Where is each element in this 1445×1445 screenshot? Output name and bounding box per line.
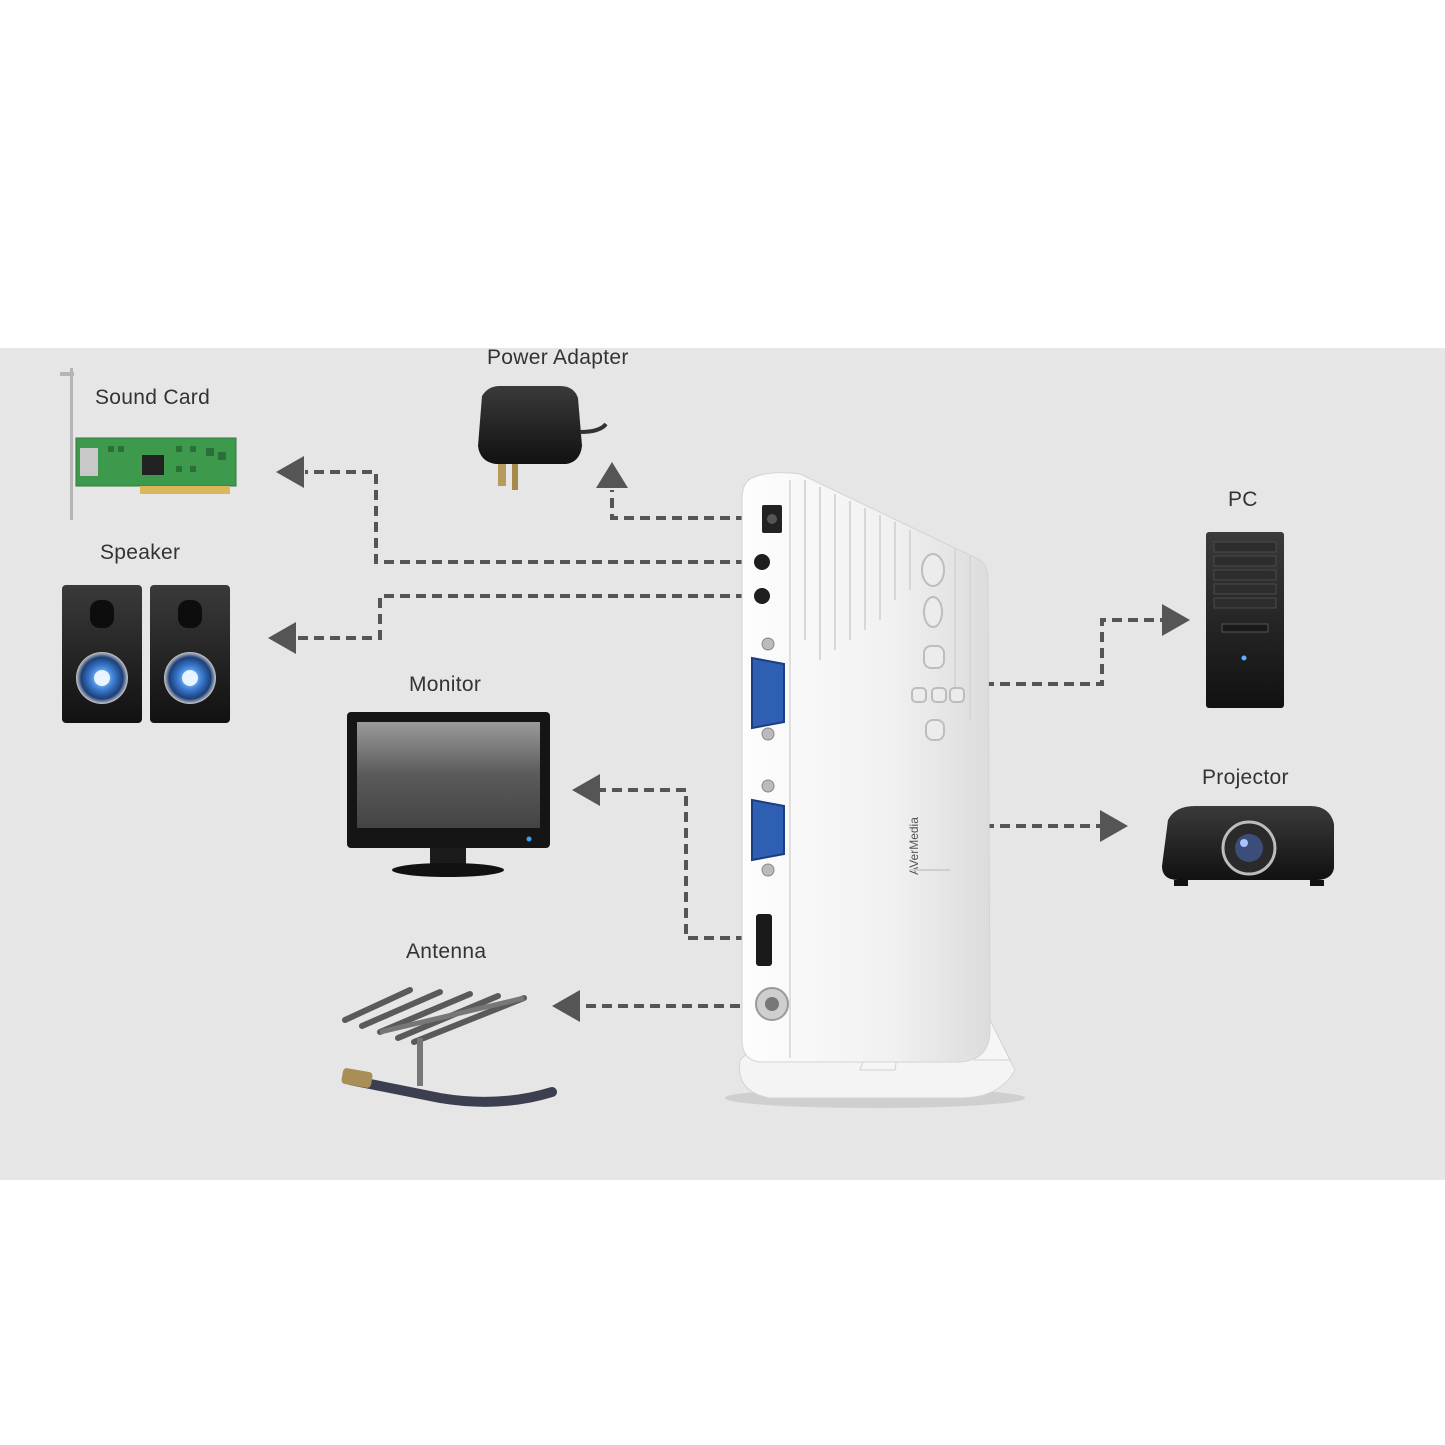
arrow-power-adapter [596, 462, 628, 488]
connection-arrowheads [268, 456, 1190, 1022]
arrow-monitor [572, 774, 600, 806]
label-pc: PC [1228, 488, 1258, 511]
line-power-adapter [610, 490, 762, 520]
pc-tower-image [1206, 532, 1284, 708]
diagram-panel [0, 348, 1445, 1180]
label-sound-card: Sound Card [95, 386, 211, 409]
label-speaker: Speaker [100, 541, 181, 564]
arrow-sound-card [276, 456, 304, 488]
rf-antenna-connector [755, 987, 789, 1021]
label-power-adapter: Power Adapter [487, 346, 629, 369]
audio-in-jack [754, 588, 770, 604]
arrow-speaker [268, 622, 296, 654]
arrow-antenna [552, 990, 580, 1022]
arrow-projector [1100, 810, 1128, 842]
antenna-image [341, 987, 557, 1107]
tv-box-device: AVerMedia [725, 472, 1025, 1108]
projector-image [1162, 806, 1334, 886]
audio-out-jack [754, 554, 770, 570]
power-adapter-image [478, 386, 608, 490]
vent-ribs [804, 480, 971, 720]
label-monitor: Monitor [409, 673, 482, 696]
device-buttons [911, 553, 965, 741]
speakers-image [62, 585, 230, 723]
device-brand-text: AVerMedia [907, 817, 921, 875]
vga-out-port [751, 779, 785, 877]
label-antenna: Antenna [406, 940, 487, 963]
monitor-image [347, 712, 550, 877]
line-monitor [600, 788, 762, 940]
label-projector: Projector [1202, 766, 1289, 789]
sound-card-image [60, 368, 237, 520]
line-speaker [298, 594, 762, 640]
vga-in-port [751, 637, 785, 741]
line-sound-card [305, 470, 762, 564]
arrow-pc [1162, 604, 1190, 636]
hdmi-port [756, 914, 772, 966]
